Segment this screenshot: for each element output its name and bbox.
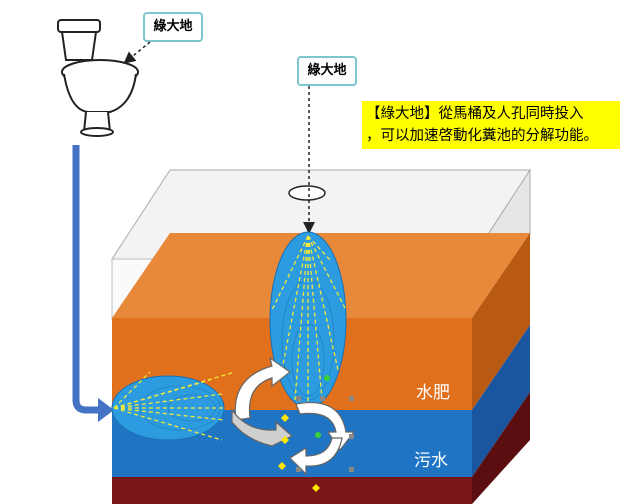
dispersion-blob-vertical xyxy=(269,231,347,409)
dispersion-blob-horizontal xyxy=(111,371,236,441)
toilet-icon xyxy=(57,19,139,137)
toilet-pointer-arrow xyxy=(123,41,151,64)
sewage-layer-label: 污水 xyxy=(414,451,448,471)
manhole-label: 綠大地 xyxy=(297,56,357,86)
note-callout: 【綠大地】從馬桶及人孔同時投入 ，可以加速啓動化糞池的分解功能。 xyxy=(362,101,620,149)
pipe-arrowhead xyxy=(98,398,114,422)
manhole-icon xyxy=(288,185,326,201)
selection-markers xyxy=(278,375,354,492)
fertilizer-layer-label: 水肥 xyxy=(416,383,450,403)
toilet-label: 綠大地 xyxy=(143,12,203,42)
pipe-arrow xyxy=(72,145,100,414)
circulation-arrows xyxy=(231,356,356,476)
sludge-layer xyxy=(112,392,530,504)
